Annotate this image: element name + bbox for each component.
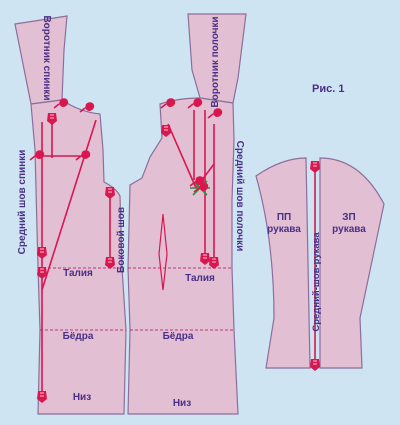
seam-marker-icon bbox=[309, 358, 321, 372]
front-sleeve-piece bbox=[255, 157, 311, 369]
waist-label-front: Талия bbox=[185, 273, 215, 284]
back-sleeve-label-line2: рукава bbox=[332, 224, 366, 235]
back-sleeve-piece bbox=[319, 157, 385, 369]
front-center-seam-label: Средний шов полочки bbox=[234, 141, 245, 252]
back-center-seam-label: Средний шов спинки bbox=[17, 150, 28, 255]
back-sleeve-label-line1: ЗП bbox=[342, 212, 355, 223]
hem-label-front: Низ bbox=[173, 398, 191, 409]
back-collar-piece bbox=[14, 15, 68, 105]
side-seam-label: Боковой шов bbox=[116, 207, 127, 273]
back-collar-label: Воротник спинки bbox=[41, 15, 52, 100]
hips-label-back: Бёдра bbox=[63, 331, 94, 342]
pin-icon bbox=[79, 101, 95, 113]
front-sleeve-label-line1: ПП bbox=[277, 212, 291, 223]
hem-label-back: Низ bbox=[73, 392, 91, 403]
seam-marker-icon bbox=[309, 160, 321, 174]
back-bodice-piece bbox=[30, 99, 127, 415]
front-bodice-piece bbox=[127, 97, 239, 415]
sleeve-seam-label: Средний-шов-рукава bbox=[311, 232, 322, 332]
waist-label-back: Талия bbox=[63, 268, 93, 279]
figure-label: Рис. 1 bbox=[312, 83, 344, 95]
front-collar-label: Воротник полочки bbox=[210, 16, 221, 107]
front-sleeve-label-line2: рукава bbox=[267, 224, 301, 235]
front-dart bbox=[158, 213, 168, 291]
hips-label-front: Бёдра bbox=[163, 331, 194, 342]
